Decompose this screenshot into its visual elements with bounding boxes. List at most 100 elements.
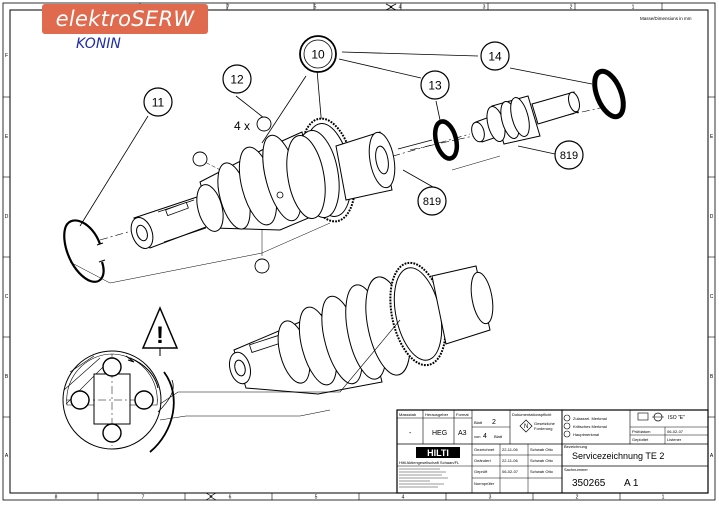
tb-format-label: Format [456,412,470,417]
callout-circle-11 [143,87,173,117]
col-label-top-7: 7 [227,5,230,11]
tb-revision-value: A 1 [624,478,639,489]
o-ring-large [592,68,626,120]
tb-iso-label: ISO "E" [668,415,685,421]
tb-geaendert-name: Schwab Otto [530,458,554,463]
tb-gezeichnet-label: Gezeichnet [474,447,495,452]
tb-geplottet-value: Listener [667,437,682,442]
callout-circle-819a [417,186,447,216]
centering-marks [205,3,397,501]
tb-n-text2: Forderung [534,426,552,431]
callout-819b: 819 [560,150,578,162]
callout-circle-13 [420,70,450,100]
col-label-bottom-3: 3 [489,495,492,501]
tb-herausgeber-label: Herausgeber [425,412,449,417]
callout-circle-819b [554,140,584,170]
logo-brand: elektroSERW [55,7,195,31]
tb-merkmal-3: Hauptmerkmal [573,432,599,437]
o-ring-part-13 [432,119,460,161]
hilti-logo: HILTI [416,447,460,458]
tb-bezeichnung-value: Servicezeichnung TE 2 [572,451,664,461]
callout-balloons [143,35,584,216]
circlip-part-11 [63,219,105,283]
col-label-top-4: 4 [399,5,402,11]
tb-sachnummer-value: 350265 [572,478,606,489]
col-label-bottom-7: 7 [142,495,145,501]
tb-merkmal-2: Kritisches Merkmal [573,424,607,429]
tb-massstab-value: - [409,430,412,437]
tb-geaendert-date: 22-11-06 [502,458,518,463]
tb-von-label: von [474,434,480,439]
col-label-bottom-4: 4 [402,495,405,501]
tb-von-value: 4 [483,433,487,440]
tb-geprueft-name: Schwab Otto [530,469,554,474]
tb-bezeichnung-label: Bezeichnung [564,444,587,449]
tb-format-value: A3 [458,430,467,437]
tb-doc-label: Dokumentationspflicht [512,412,552,417]
elektroserw-logo: elektroSERW [42,4,208,34]
tb-herausgeber-value: HEG [432,430,447,437]
units-note: Masse/Dimensions in mm [640,16,692,21]
callout-819a: 819 [423,196,441,208]
row-label-left-A: A [5,453,9,459]
col-label-top-1: 1 [632,5,635,11]
upper-assembly [63,117,471,284]
logo-city: KONIN [76,36,121,52]
tb-geprueft-date: 06-02-07 [502,469,519,474]
row-label-left-D: D [5,214,9,220]
frame-ticks [3,3,715,500]
tb-gezeichnet-name: Schwab Otto [530,447,554,452]
row-label-right-B: B [710,374,714,380]
leader-lines [79,51,593,227]
row-label-left-B: B [5,374,9,380]
tb-merkmal-1: Zulassrel. Merkmal [573,416,607,421]
tb-geplottet-label: Geplottet [632,437,649,442]
tb-blatt2-label: Blatt [494,434,503,439]
col-label-top-5: 5 [314,5,317,11]
col-label-top-3: 3 [483,5,486,11]
tb-geprueft-label: Geprüft [474,469,488,474]
tb-company: Hilti Aktiengesellschaft Schaan/FL [399,460,460,465]
col-label-bottom-2: 2 [576,495,579,501]
row-label-right-D: D [710,214,714,220]
callout-13: 13 [428,79,442,93]
row-label-right-A: A [710,453,714,459]
tb-n-text1: Gesetzliche [534,421,556,426]
svg-text:HILTI: HILTI [427,448,449,458]
tb-geaendert-label: Geändert [474,458,492,463]
tb-massstab-label: Massstab [399,412,417,417]
row-label-left-C: C [5,294,9,300]
row-label-right-E: E [710,134,714,140]
row-label-left-F: F [5,53,8,59]
title-block-lines [396,409,709,494]
lower-assembly [228,261,494,395]
tb-normpruefer-label: Normprüfer [474,481,495,486]
quantity-label: 4 x [234,119,250,133]
col-label-top-2: 2 [570,5,573,11]
callout-circle-12 [222,64,252,94]
tb-blatt-label: Blatt [474,420,483,425]
tb-pruef-label: Prüfdatum [632,429,651,434]
callout-14: 14 [488,50,502,64]
callout-circle-14 [480,41,510,71]
striker-part-14 [471,91,580,145]
tb-gezeichnet-date: 22-11-06 [502,447,518,452]
row-label-right-C: C [710,294,714,300]
callout-11: 11 [152,96,165,110]
col-label-bottom-5: 5 [315,495,318,501]
col-label-bottom-6: 6 [229,495,232,501]
col-label-bottom-1: 1 [662,495,665,501]
col-label-bottom-8: 8 [55,495,58,501]
row-label-left-E: E [5,134,9,140]
warning-triangle-icon: ! [141,306,179,349]
callout-12: 12 [230,73,244,87]
tb-n-symbol: N [524,424,528,430]
phantom-line [451,155,501,171]
tb-blatt-value: 2 [492,419,496,426]
callout-10: 10 [311,48,325,62]
tb-pruef-value: 06-02-07 [667,429,684,434]
detail-view [62,319,401,453]
svg-text:!: ! [156,322,164,349]
